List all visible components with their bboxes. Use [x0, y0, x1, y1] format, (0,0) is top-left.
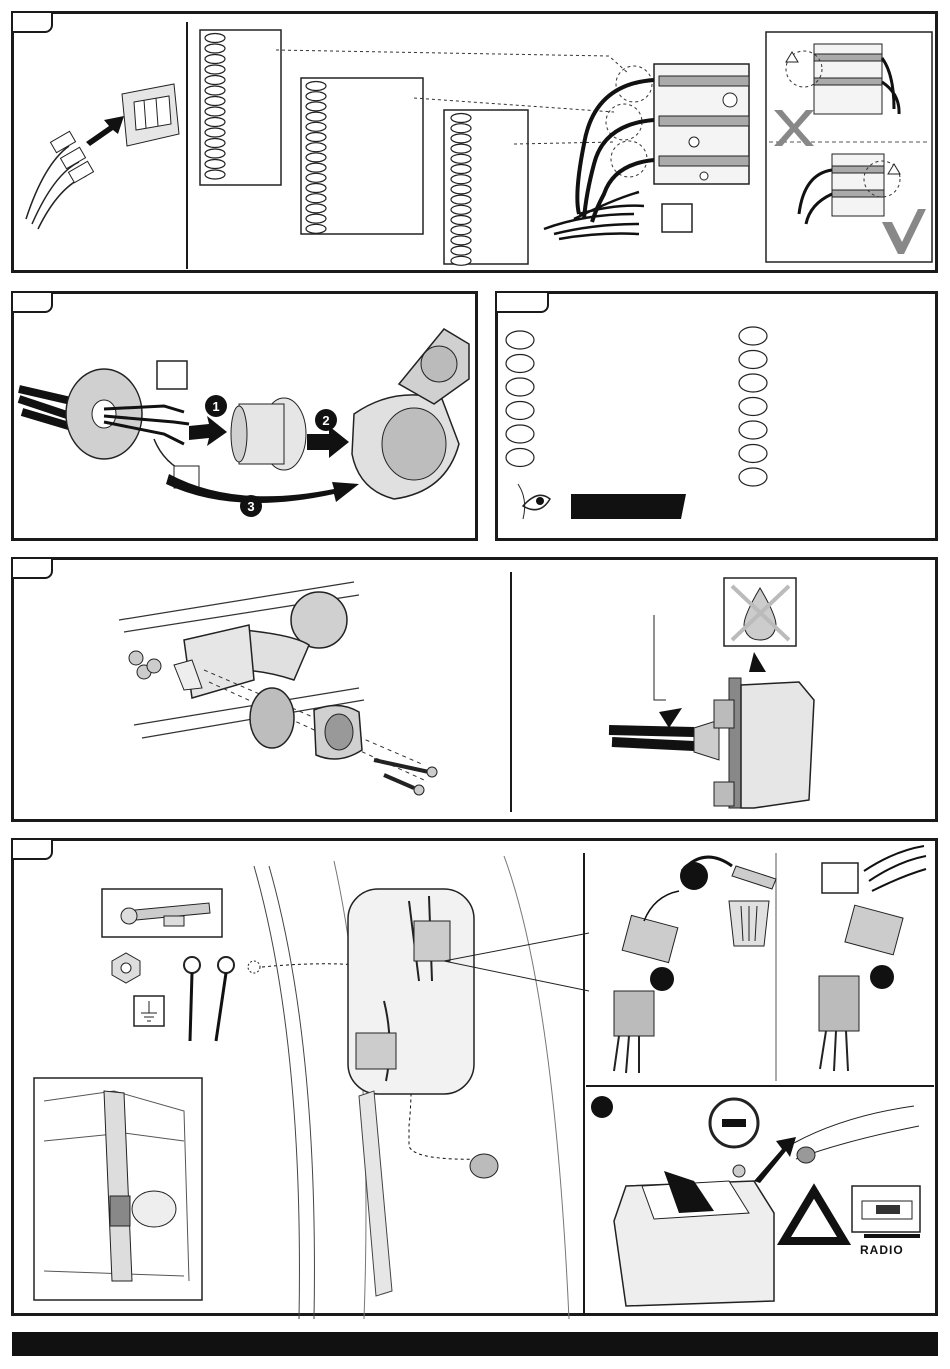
panel-4-drawing — [14, 560, 941, 825]
pin-oval — [451, 236, 471, 245]
pin-oval — [306, 143, 326, 152]
panel-pin-assignment — [495, 291, 938, 541]
pin-oval — [205, 139, 225, 148]
pin-oval — [739, 421, 767, 439]
footer-bar — [12, 1332, 938, 1356]
panel-3-drawing — [498, 294, 941, 544]
pin-oval — [739, 398, 767, 416]
panel-2-drawing: 1 2 3 — [14, 294, 481, 544]
pin-oval — [451, 205, 471, 214]
pin-oval — [306, 194, 326, 203]
panel-vehicle-connection: RADIO — [11, 838, 938, 1316]
pin-oval — [205, 65, 225, 74]
socket-insert — [231, 398, 306, 470]
pin-oval — [205, 128, 225, 137]
pin-oval — [451, 195, 471, 204]
step-number: 1 — [212, 399, 219, 414]
panel-towbar-mounting — [11, 557, 938, 822]
pin-oval — [739, 468, 767, 486]
pin-oval — [506, 449, 534, 467]
pin-oval — [306, 112, 326, 121]
pin-oval — [451, 226, 471, 235]
socket-mount-illustration — [250, 688, 362, 759]
socket-housing — [352, 329, 469, 499]
screws — [374, 760, 437, 795]
pin-oval — [205, 97, 225, 106]
trash-bin-icon — [729, 866, 776, 946]
pin-oval — [306, 122, 326, 131]
pin-oval — [451, 256, 471, 265]
socket-side-view — [609, 678, 814, 808]
pin-oval — [451, 175, 471, 184]
pin-oval — [451, 144, 471, 153]
pin-oval — [306, 184, 326, 193]
label-bar — [571, 494, 686, 519]
pin-oval — [205, 44, 225, 53]
pin-oval — [306, 153, 326, 162]
panel-wire-terminals — [11, 11, 938, 273]
pin-oval — [205, 118, 225, 127]
pin-oval — [205, 149, 225, 158]
pin-oval — [506, 355, 534, 373]
pin-oval — [451, 185, 471, 194]
pin-oval — [451, 216, 471, 225]
pin-oval — [506, 425, 534, 443]
pin-oval — [205, 76, 225, 85]
warning-triangle-icon — [784, 1191, 844, 1241]
step-number: 3 — [247, 499, 254, 514]
step-number: 2 — [322, 413, 329, 428]
pin-oval — [451, 114, 471, 123]
pin-oval — [506, 402, 534, 420]
pin-oval — [506, 378, 534, 396]
pin-oval — [205, 107, 225, 116]
pin-oval — [451, 124, 471, 133]
pin-oval — [205, 160, 225, 169]
pin-oval — [306, 163, 326, 172]
towbar-illustration — [129, 592, 347, 698]
pin-oval — [739, 351, 767, 369]
pin-oval — [451, 165, 471, 174]
eye-icon — [518, 484, 550, 519]
pin-oval — [205, 170, 225, 179]
pin-oval — [739, 327, 767, 345]
pin-oval — [205, 55, 225, 64]
pin-oval — [451, 246, 471, 255]
pin-oval — [306, 133, 326, 142]
pin-oval — [205, 86, 225, 95]
pin-oval — [306, 102, 326, 111]
pin-oval — [306, 92, 326, 101]
pin-oval — [306, 173, 326, 182]
pin-oval — [451, 134, 471, 143]
wire-housing-illustration — [544, 64, 749, 239]
pin-oval — [205, 34, 225, 43]
panel-5-drawing — [14, 841, 941, 1319]
pin-oval — [306, 224, 326, 233]
pin-oval — [306, 82, 326, 91]
pin-oval — [739, 445, 767, 463]
pin-oval — [451, 154, 471, 163]
pin-oval — [739, 374, 767, 392]
radio-label: RADIO — [860, 1243, 904, 1257]
panel-socket-assembly: 1 2 3 — [11, 291, 478, 541]
ground-point — [470, 1154, 498, 1178]
radio-icon — [852, 1186, 920, 1238]
pin-oval — [306, 214, 326, 223]
panel-1-drawing — [14, 14, 941, 276]
arrow-1 — [189, 416, 227, 446]
pin-oval — [506, 331, 534, 349]
pin-oval — [306, 204, 326, 213]
vehicle-connector — [414, 921, 450, 961]
terminal-block-illustration — [26, 84, 179, 229]
